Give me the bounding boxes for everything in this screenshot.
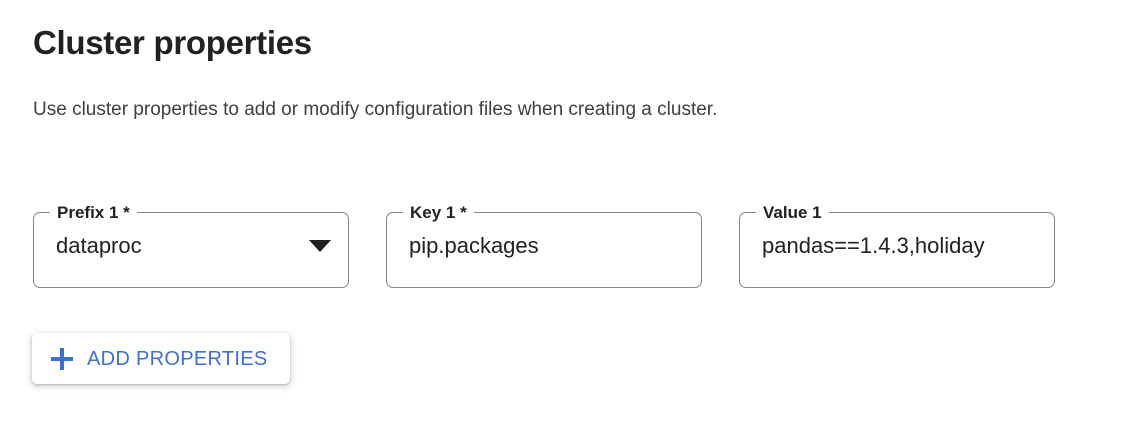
add-properties-button-label: ADD PROPERTIES	[87, 347, 268, 370]
field-value-1-content[interactable]: pandas==1.4.3,holiday	[739, 204, 1055, 288]
page-title: Cluster properties	[33, 24, 312, 61]
field-value-1[interactable]: Value 1 pandas==1.4.3,holiday	[739, 204, 1055, 288]
field-key-1-value[interactable]: pip.packages	[409, 233, 539, 258]
field-prefix-1-content[interactable]: dataproc	[33, 204, 349, 288]
properties-row: Prefix 1 * dataproc Key 1 * pip.packages…	[33, 204, 1055, 288]
field-key-1-content[interactable]: pip.packages	[386, 204, 702, 288]
page-description: Use cluster properties to add or modify …	[33, 99, 718, 120]
add-properties-button[interactable]: ADD PROPERTIES	[32, 333, 290, 384]
field-prefix-1[interactable]: Prefix 1 * dataproc	[33, 204, 349, 288]
plus-icon	[51, 347, 73, 370]
field-key-1[interactable]: Key 1 * pip.packages	[386, 204, 702, 288]
chevron-down-icon[interactable]	[309, 240, 331, 252]
field-prefix-1-value[interactable]: dataproc	[56, 233, 142, 258]
field-value-1-value[interactable]: pandas==1.4.3,holiday	[762, 233, 985, 258]
